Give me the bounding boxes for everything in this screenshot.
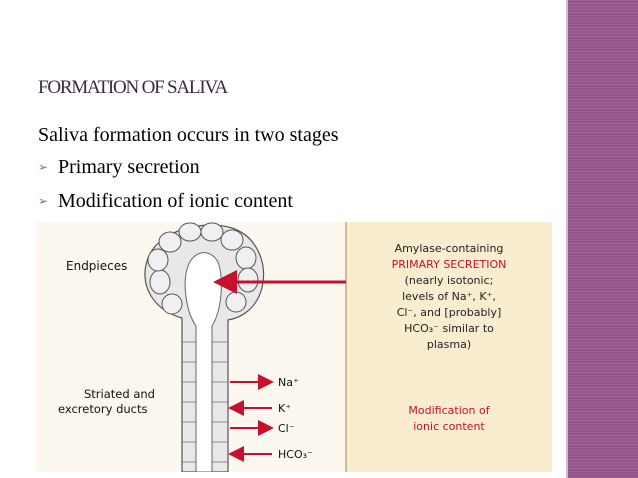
endpieces-label: Endpieces (66, 259, 127, 273)
ducts-label-line1: Striated and (84, 387, 155, 401)
panel-line1: Amylase-containing (395, 242, 504, 255)
duct-lumen (184, 252, 222, 473)
right-panel (346, 222, 552, 472)
diagram-svg: Endpieces Striated and excretory ducts N… (36, 222, 552, 473)
panel-line3: (nearly isotonic; (405, 274, 494, 287)
intro-text: Saliva formation occurs in two stages (38, 124, 339, 146)
k-label: K⁺ (278, 402, 291, 415)
bullet-item-primary: ➢ Primary secretion (38, 156, 200, 179)
modification-line1: Modification of (408, 404, 490, 417)
slide-title: FORMATION OF SALIVA (38, 77, 228, 98)
right-panel-text: Amylase-containing PRIMARY SECRETION (ne… (392, 242, 507, 433)
na-label: Na⁺ (278, 376, 299, 389)
ducts-label-line2: excretory ducts (58, 402, 148, 416)
sidebar-edge (566, 0, 568, 478)
acinar-cells (147, 222, 259, 315)
bullet-text: Primary secretion (58, 156, 200, 178)
panel-line5: Cl⁻, and [probably] (397, 306, 502, 319)
decorative-sidebar (568, 0, 638, 478)
panel-line2: PRIMARY SECRETION (392, 258, 507, 271)
bullet-item-modification: ➢ Modification of ionic content (38, 190, 293, 213)
panel-line4: levels of Na⁺, K⁺, (402, 290, 496, 303)
cl-label: Cl⁻ (278, 422, 295, 435)
saliva-diagram: Endpieces Striated and excretory ducts N… (36, 222, 552, 473)
arrow-bullet-icon: ➢ (38, 160, 49, 174)
panel-line7: plasma) (427, 338, 471, 351)
panel-line6: HCO₃⁻ similar to (404, 322, 494, 335)
arrow-bullet-icon: ➢ (38, 194, 49, 208)
duct-wall-cells (182, 341, 228, 463)
bullet-text: Modification of ionic content (58, 190, 293, 212)
hco3-label: HCO₃⁻ (278, 448, 313, 461)
modification-line2: ionic content (413, 420, 485, 433)
